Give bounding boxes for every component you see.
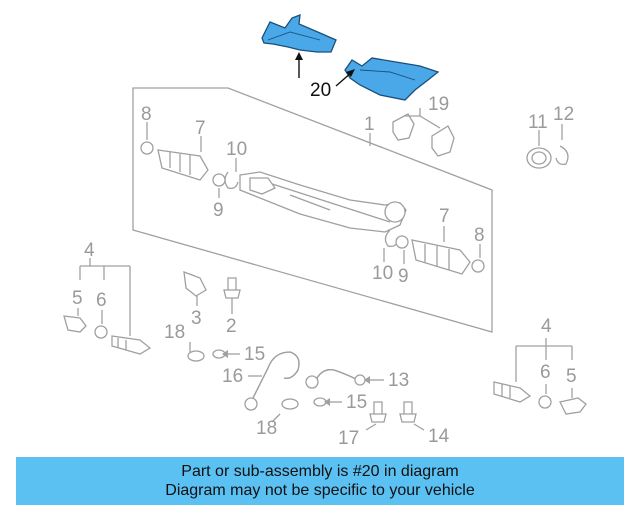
part-8-left: 8 [140, 104, 154, 155]
callout-label-18-lower: 18 [256, 418, 277, 439]
banner-line-1: Part or sub-assembly is #20 in diagram [181, 463, 459, 480]
callout-label-2: 2 [226, 316, 237, 337]
callout-label-17: 17 [338, 428, 359, 449]
rack-assembly-frame [132, 87, 493, 333]
callout-label-12: 12 [553, 104, 574, 125]
callout-label-18-upper: 18 [164, 322, 185, 343]
part-10-right-clamp: 10 [372, 229, 399, 284]
callout-label-19: 19 [428, 94, 449, 115]
part-7-left-boot: 7 [157, 118, 209, 181]
part-6-right: 6 [538, 362, 552, 409]
part-9-right: 9 [395, 235, 409, 287]
callout-label-16: 16 [222, 366, 243, 387]
part-5-left: 5 [63, 288, 87, 333]
part-18-lower-washer: 18 [256, 398, 299, 439]
part-4-right-tie-rod: 4 [493, 316, 573, 403]
part-12-ring: 12 [553, 104, 574, 166]
part-11-seal: 11 [526, 112, 552, 169]
part-13-pipe: 13 [305, 369, 409, 391]
part-18-upper-washer: 18 [164, 322, 205, 362]
callout-label-10-left: 10 [226, 139, 247, 160]
part-8-right: 8 [471, 225, 485, 273]
part-7-right-boot: 7 [411, 206, 471, 275]
callout-label-5-left: 5 [72, 288, 83, 309]
callout-label-10-right: 10 [372, 263, 393, 284]
part-20-heat-shield[interactable] [261, 14, 440, 101]
callout-label-8-left: 8 [141, 104, 152, 125]
banner-line-2: Diagram may not be specific to your vehi… [165, 482, 475, 499]
callout-label-14: 14 [428, 426, 450, 447]
steering-rack [239, 171, 407, 233]
callout-label-15-upper: 15 [244, 344, 265, 365]
callout-label-7-left: 7 [195, 118, 206, 139]
part-6-left: 6 [94, 290, 108, 339]
callout-label-4-left: 4 [84, 240, 95, 261]
part-10-left-clamp: 10 [224, 139, 247, 190]
callout-label-6-right: 6 [540, 362, 551, 383]
part-2-bolt: 2 [223, 277, 241, 337]
callout-label-1: 1 [364, 114, 375, 135]
callout-label-13: 13 [388, 370, 409, 391]
part-15-lower-washer: 15 [313, 392, 367, 413]
part-19-bushings: 19 [392, 94, 455, 157]
callout-1: 1 [364, 114, 375, 146]
callout-label-4-right: 4 [541, 316, 552, 337]
part-15-upper-washer: 15 [212, 344, 265, 365]
callout-label-3: 3 [191, 308, 202, 329]
callout-label-8-right: 8 [474, 225, 485, 246]
callout-label-9-right: 9 [398, 266, 409, 287]
callout-label-6-left: 6 [96, 290, 107, 311]
callout-20: 20 [295, 52, 355, 101]
callout-label-11: 11 [528, 112, 548, 133]
part-3-bracket: 3 [183, 271, 207, 329]
callout-label-9-left: 9 [213, 200, 224, 221]
part-5-right: 5 [559, 366, 587, 415]
callout-label-7-right: 7 [439, 206, 450, 227]
part-17-bolt: 17 [338, 401, 387, 449]
callout-label-15-lower: 15 [346, 392, 367, 413]
part-4-left-tie-rod: 4 [79, 240, 152, 355]
info-banner: Part or sub-assembly is #20 in diagram D… [16, 457, 624, 505]
callout-label-5-right: 5 [566, 366, 577, 387]
callout-label-20: 20 [310, 80, 331, 101]
part-14-bolt: 14 [399, 401, 450, 447]
part-16-pipe: 16 [222, 351, 300, 411]
part-9-left: 9 [212, 173, 226, 221]
